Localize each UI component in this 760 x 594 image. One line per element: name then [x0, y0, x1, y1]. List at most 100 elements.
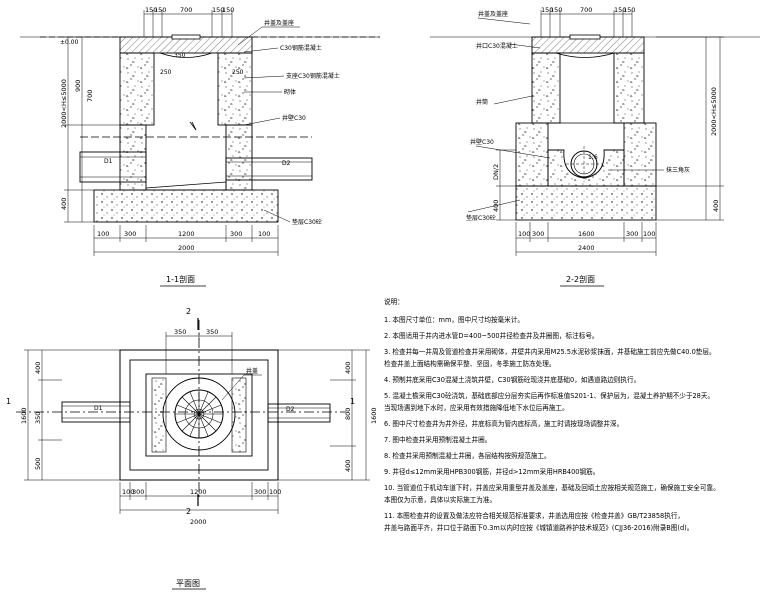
dim2-top-4: 150: [623, 6, 635, 14]
plan-dim-right-total: 1600: [370, 407, 378, 424]
manhole-cover: [171, 34, 201, 40]
note-5b: 当现场遇到地下水时，应采用有效措施降低地下水位后再施工。: [384, 403, 569, 412]
plan-dim-bottom-2: 1200: [190, 488, 207, 496]
note-10b: 本图仅为示意，具体以实际施工为准。: [384, 495, 496, 504]
dim2-height: 2000<H≤5000: [710, 87, 718, 136]
right-chamber-wall: [225, 124, 253, 191]
d2-label: D2: [282, 160, 291, 167]
dim2-left-1: 400: [492, 200, 500, 212]
note-11b: 井盖与路面平齐，井口位于路面下0.3m以内时应按《城镇道路养护技术规范》(CJJ…: [384, 523, 693, 532]
dim2-bottom-1: 300: [532, 230, 544, 238]
inner-depth-dim: 250: [232, 69, 244, 76]
plan-dim-right-1: 800: [344, 408, 352, 420]
bench-2: [547, 149, 625, 187]
dim-left-1: 700: [86, 90, 94, 102]
right-dimension-chain-2: 2000<H≤5000 400: [656, 36, 724, 221]
cover-callout-2: 井盖及盖座: [478, 10, 508, 18]
plan-dim-left-1: 350: [34, 412, 42, 424]
neck-wall-left-2: [531, 52, 561, 124]
dim-top-2: 700: [180, 6, 192, 14]
cover-slab: [119, 36, 253, 54]
manhole-cover-2: [569, 34, 601, 40]
notes-heading: 说明：: [384, 297, 404, 306]
plan-dim-right-0: 400: [344, 362, 352, 374]
dim-bottom-2: 1200: [178, 230, 195, 238]
dim2-top-1: 150: [550, 6, 562, 14]
plan-dim-bottom-4: 100: [269, 488, 281, 496]
ring-callout-2: 井口C30混凝土: [476, 42, 518, 50]
plan-right-dims: 400 800 400 1600: [278, 349, 378, 481]
svg-text:1:6: 1:6: [588, 154, 598, 161]
left-neck-wall: [119, 52, 155, 126]
dim-top-1: 150: [154, 6, 166, 14]
plan-dim-top-0: 350: [174, 328, 186, 336]
plan-dim-left-0: 400: [34, 362, 42, 374]
dim2-bottom-3: 300: [626, 230, 638, 238]
dim-bottom-4: 100: [258, 230, 270, 238]
plan-section-mark-top: 2: [186, 307, 191, 316]
outlet-pipe-d2: [225, 157, 313, 181]
dim2-bottom-0: 100: [518, 230, 530, 238]
dim2-top-3: 150: [614, 6, 626, 14]
dim-top-3: 150: [212, 6, 224, 14]
grout-callout-2: 抹三角灰: [666, 166, 690, 174]
bottom-dimension-chain-2: 100 300 1600 300 100 2400: [515, 222, 657, 256]
inlet-pipe-d1: [79, 151, 147, 183]
plan-dim-right-2: 400: [344, 460, 352, 472]
dim-height-label: 2000<H≤5000: [60, 79, 68, 128]
beam-callout: 支座C30钢筋混凝土: [286, 72, 340, 80]
plan-section-mark-bottom: 2: [186, 507, 191, 516]
plan-dim-bottom-total: 2000: [190, 518, 207, 526]
base-callout: 垫层C30砼: [292, 218, 322, 226]
note-3: 3. 检查井每一井周及管道检查井采用砌体，井壁井内采用M25.5水泥砂浆抹面，井…: [384, 347, 716, 356]
plan-dim-left-2: 500: [34, 458, 42, 470]
plan-dim-top-1: 350: [206, 328, 218, 336]
right-neck-wall: [217, 52, 253, 126]
left-dimension-chain: 900 700 400 2000<H≤5000: [60, 36, 120, 223]
plan-pipe-d2: [267, 403, 331, 423]
bench-fill: [145, 181, 227, 191]
plan-section-mark-right: 1: [350, 397, 355, 406]
note-1: 1. 本图尺寸单位：mm，图中尺寸均按毫米计。: [384, 315, 524, 324]
dim-top-4: 150: [222, 6, 234, 14]
plan-cover-callout: 井盖: [246, 367, 258, 375]
note-3b: 检查井盖上面结构需确保平整、坚固，冬季施工防冻处理。: [384, 359, 555, 368]
dim-left-2: 400: [60, 198, 68, 210]
dim-top-0: 150: [145, 6, 157, 14]
dim-bottom-1: 300: [124, 230, 136, 238]
inner-width-dim: 350: [174, 52, 186, 59]
plan-dim-bottom-3: 300: [254, 488, 266, 496]
cover-seat-arc: [159, 52, 213, 58]
note-10: 10. 当管道位于机动车道下时，井盖应采用重型井盖及盖座，基础及回填土应按相关规…: [384, 483, 720, 492]
inner-depth-dim-left: 250: [160, 69, 172, 76]
chamber-wall-right-2: [623, 122, 657, 187]
section-1-1-title: 1-1剖面: [166, 274, 195, 284]
cover-slab-2: [531, 36, 645, 54]
plan-outer-base: [119, 349, 279, 481]
bottom-dimension-chain: 100 300 1200 300 100 2000: [93, 225, 279, 256]
plan-bottom-dims: 100 300 1200 300 100 2000: [119, 482, 281, 526]
dim2-top-0: 150: [541, 6, 553, 14]
cover-callout: 井盖及盖座: [264, 19, 294, 27]
plan-view: 井盖 D1 D2 1 1 2 2 350 350: [6, 307, 378, 590]
dim-left-0: 900: [74, 80, 82, 92]
dim2-bottom-2: 1600: [578, 230, 595, 238]
plan-dim-left-total: 1600: [20, 407, 28, 424]
dim2-total: 2400: [578, 244, 595, 252]
note-5: 5. 混凝土檐采用C30砼浇筑，基础底部应分层夯实后再作标准值S201-1、保护…: [384, 391, 714, 400]
dim-total: 2000: [178, 244, 195, 252]
dim2-right-0: 400: [712, 200, 720, 212]
plan-dim-bottom-0: 100: [122, 488, 134, 496]
note-2: 2. 本图适用于井内进水管D=400~500井径检查井及井圈图，标注标号。: [384, 331, 599, 340]
neck-callout-2: 井筒: [476, 98, 488, 106]
base-slab-2: [515, 185, 657, 221]
plan-title: 平面图: [176, 579, 200, 588]
plan-section-mark-left: 1: [6, 397, 11, 406]
dim2-bottom-4: 100: [643, 230, 655, 238]
plan-left-dims: 400 350 500 1600: [20, 349, 120, 481]
section-2-2-title: 2-2剖面: [566, 274, 595, 284]
plan-d2-label: D2: [286, 406, 295, 413]
chamber-wall-left-2: [515, 122, 549, 187]
base-slab: [93, 189, 279, 223]
